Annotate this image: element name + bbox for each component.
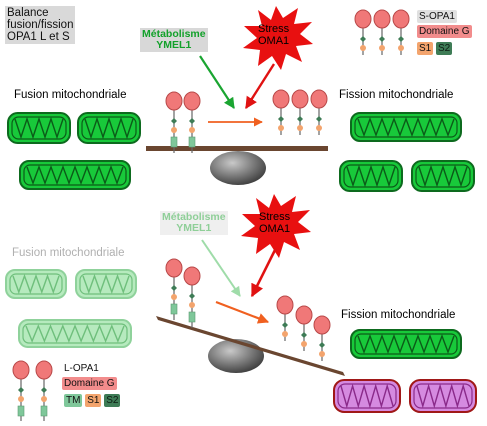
legend-l-opa1-name: L-OPA1: [62, 363, 101, 375]
domain-g-tag: Domaine G: [62, 377, 117, 390]
metabolism-line: YMEL1: [176, 222, 212, 235]
s-opa1-protein-icon: [313, 315, 331, 361]
stress-burst-icon: [243, 6, 313, 70]
mitochondrion-icon: [5, 269, 67, 299]
domain-g-tag: Domaine G: [417, 25, 472, 38]
stress-arrow: [250, 247, 278, 298]
fusion-label-top: Fusion mitochondriale: [14, 89, 127, 101]
mitochondrion-icon: [18, 319, 132, 348]
s-opa1-tag: S-OPA1: [417, 10, 457, 23]
fission-label-bottom: Fission mitochondriale: [341, 309, 456, 321]
balance-beam: [146, 146, 328, 151]
s2-tag: S2: [436, 42, 453, 55]
legend-s-domain-g: Domaine G: [417, 25, 472, 38]
title-line: OPA1 L et S: [7, 31, 70, 44]
mitochondrion-icon: [411, 160, 475, 192]
diagram-title: Balance fusion/fission OPA1 L et S: [5, 6, 76, 45]
s1-tag: S1: [85, 394, 102, 407]
mitochondrion-icon: [7, 112, 71, 144]
legend-s-opa1-name: S-OPA1: [417, 10, 457, 23]
l-opa1-protein-icon: [183, 266, 201, 328]
tm-tag: TM: [64, 394, 83, 407]
l-opa1-protein-icon: [165, 91, 183, 153]
title-line: fusion/fission: [7, 19, 74, 32]
mitochondrion-icon: [339, 160, 403, 192]
stress-line: Stress: [259, 211, 291, 223]
metabolism-arrow: [199, 55, 235, 109]
mitochondrion-icon: [350, 329, 462, 359]
mitochondrion-icon: [77, 112, 141, 144]
fission-label-top: Fission mitochondriale: [339, 89, 454, 101]
s-opa1-protein-icon: [310, 89, 328, 135]
stress-line: OMA1: [258, 34, 290, 47]
stress-line: Stress: [258, 23, 290, 35]
fusion-label-bottom: Fusion mitochondriale: [12, 247, 125, 259]
l-opa1-protein-icon: [183, 91, 201, 153]
metabolism-label-bottom: Métabolisme YMEL1: [160, 211, 228, 236]
stone-fulcrum-icon: [208, 339, 264, 373]
processing-arrow: [215, 300, 270, 324]
s-opa1-protein-icon: [291, 89, 309, 135]
s-opa1-protein-icon: [392, 9, 410, 55]
mitochondrion-icon: [409, 379, 477, 413]
mitochondrion-icon: [75, 269, 137, 299]
balance-beam-tilted: [156, 316, 345, 376]
stress-arrow: [244, 63, 276, 110]
legend-s-subunits: S1 S2: [417, 42, 453, 55]
metabolism-line: Métabolisme: [142, 28, 206, 40]
s2-tag: S2: [104, 394, 121, 407]
stress-line: OMA1: [259, 222, 291, 235]
mitochondrion-icon: [350, 112, 462, 142]
s-opa1-protein-icon: [354, 9, 372, 55]
mitochondrion-icon: [19, 160, 131, 190]
stress-burst-icon: [241, 194, 311, 258]
l-opa1-protein-icon: [35, 360, 53, 422]
title-line: Balance: [7, 7, 49, 19]
s1-tag: S1: [417, 42, 434, 55]
l-opa1-protein-icon: [165, 258, 183, 320]
metabolism-arrow-faded: [201, 239, 241, 297]
metabolism-line: YMEL1: [156, 39, 192, 52]
s-opa1-protein-icon: [276, 295, 294, 341]
stress-label-top: Stress OMA1: [258, 23, 290, 47]
s-opa1-protein-icon: [373, 9, 391, 55]
l-opa1-protein-icon: [12, 360, 30, 422]
stone-fulcrum-icon: [210, 151, 266, 185]
s-opa1-protein-icon: [295, 305, 313, 351]
metabolism-line: Métabolisme: [162, 211, 226, 223]
s-opa1-protein-icon: [272, 89, 290, 135]
l-opa1-tag: L-OPA1: [64, 363, 99, 374]
mitochondrion-icon: [333, 379, 401, 413]
legend-l-domain-g: Domaine G: [62, 377, 117, 390]
stress-label-bottom: Stress OMA1: [259, 211, 291, 235]
legend-l-subunits: TM S1 S2: [64, 394, 121, 407]
metabolism-label-top: Métabolisme YMEL1: [140, 28, 208, 53]
